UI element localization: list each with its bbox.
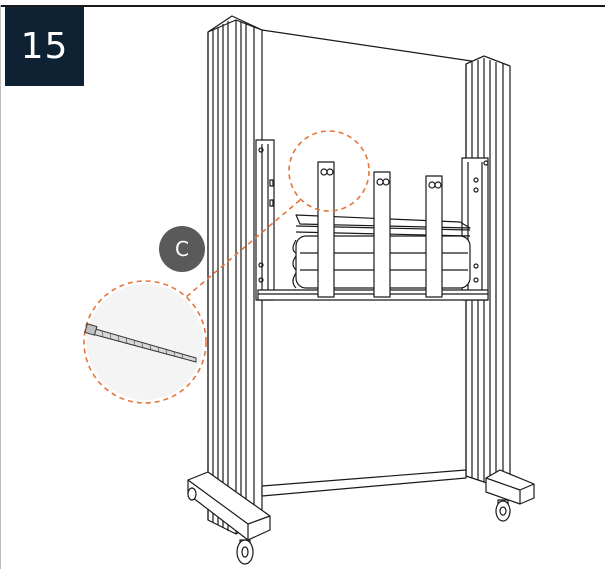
detail-leader-line [184, 199, 301, 299]
callout-label-badge: C [159, 226, 205, 272]
caster-wheel-icon [236, 539, 254, 565]
cable-tie-icon [84, 284, 203, 400]
left-post [207, 15, 263, 535]
step-number-badge: 15 [5, 7, 84, 86]
right-base-foot [485, 469, 535, 505]
cable-strap-left [317, 161, 335, 298]
page-top-border [0, 5, 605, 7]
top-cross-line [261, 29, 479, 63]
caster-wheel-icon [187, 487, 197, 501]
caster-wheel-icon [495, 499, 511, 522]
detail-zoom-circle [83, 280, 207, 404]
page-left-border [0, 5, 1, 569]
cable-strap-right [425, 175, 443, 298]
bottom-crossbar [261, 469, 467, 497]
cable-strap-middle [373, 171, 391, 298]
detail-highlight-circle [288, 130, 370, 212]
left-wall-bracket [255, 139, 275, 301]
